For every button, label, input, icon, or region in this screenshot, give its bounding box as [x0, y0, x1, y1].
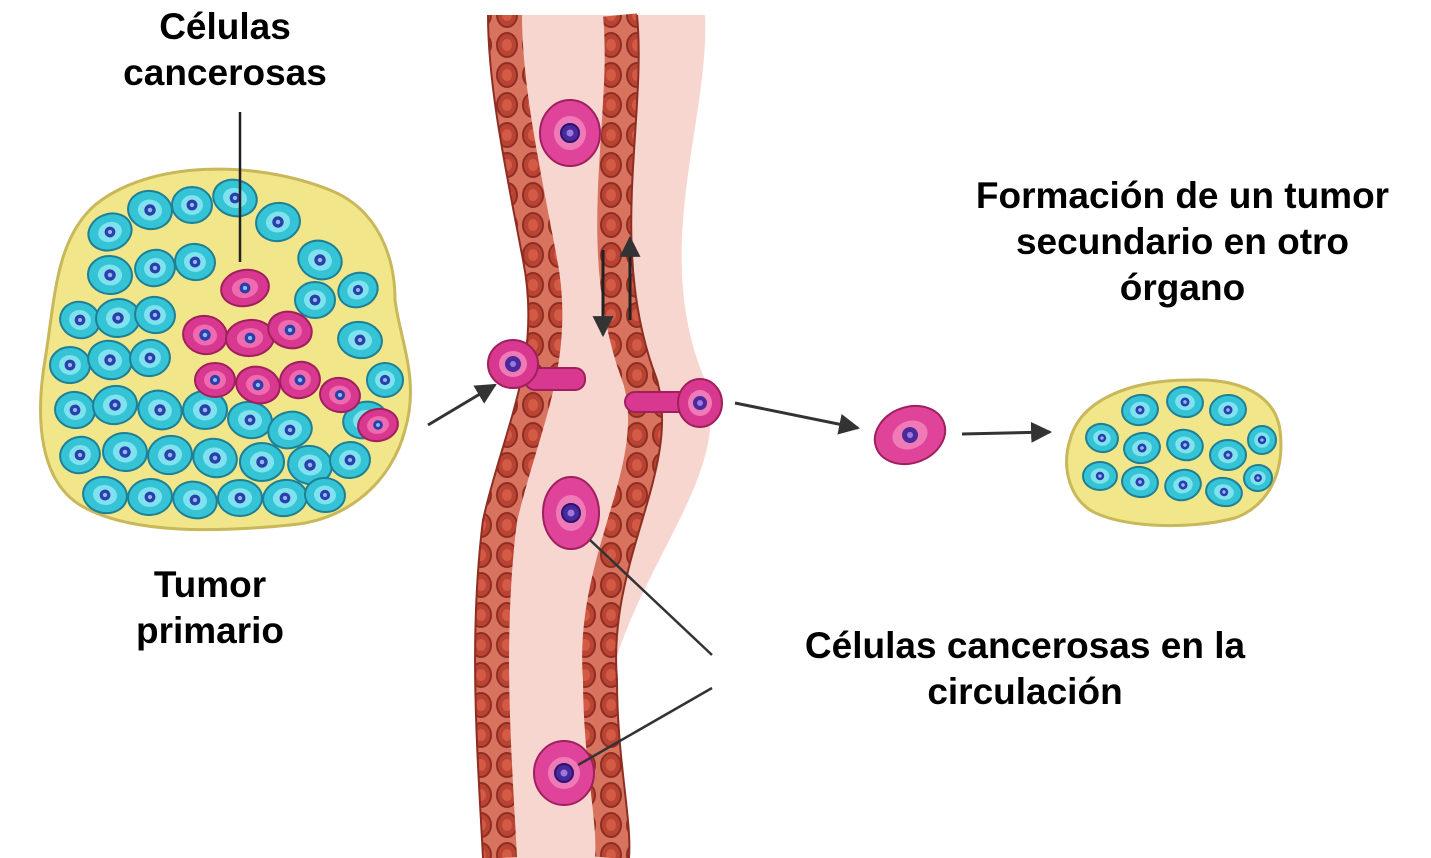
- label-secondary-tumor-line1: Formación de un tumor: [935, 173, 1430, 219]
- tumor-cell: [218, 480, 262, 516]
- arrow-vessel-to-cell: [735, 403, 858, 428]
- tumor-cell: [240, 443, 284, 481]
- tumor-cell: [50, 347, 90, 383]
- circulating-cancer-cell: [543, 477, 599, 549]
- tumor-cell: [1083, 462, 1117, 490]
- label-primary-tumor-line1: Tumor: [95, 562, 325, 608]
- label-secondary-tumor: Formación de un tumor secundario en otro…: [935, 173, 1430, 311]
- tumor-cell: [367, 363, 403, 397]
- primary-tumor: [41, 169, 411, 530]
- label-cancer-cells-line2: cancerosas: [100, 50, 350, 96]
- arrow-cell-to-secondary: [962, 432, 1050, 434]
- label-circulating-cells-line1: Células cancerosas en la: [760, 623, 1290, 669]
- blood-vessel: [475, 15, 722, 858]
- label-secondary-tumor-line3: órgano: [935, 265, 1430, 311]
- label-primary-tumor: Tumor primario: [95, 562, 325, 654]
- circulating-cancer-cell: [534, 741, 594, 805]
- label-circulating-cells-line2: circulación: [760, 669, 1290, 715]
- tumor-cell: [172, 187, 212, 223]
- label-cancer-cells: Células cancerosas: [100, 4, 350, 96]
- tumor-cell: [1248, 426, 1276, 454]
- tumor-cell: [295, 282, 335, 318]
- arrow-tumor-to-vessel: [428, 385, 495, 425]
- label-secondary-tumor-line2: secundario en otro: [935, 219, 1430, 265]
- label-cancer-cells-line1: Células: [100, 4, 350, 50]
- cancer-cell: [195, 363, 235, 397]
- tumor-cell: [1210, 440, 1246, 470]
- migrating-cancer-cell: [867, 396, 954, 473]
- secondary-tumor: [1067, 380, 1281, 526]
- circulating-cancer-cell: [540, 100, 600, 166]
- label-circulating-cells: Células cancerosas en la circulación: [760, 623, 1290, 715]
- label-primary-tumor-line2: primario: [95, 608, 325, 654]
